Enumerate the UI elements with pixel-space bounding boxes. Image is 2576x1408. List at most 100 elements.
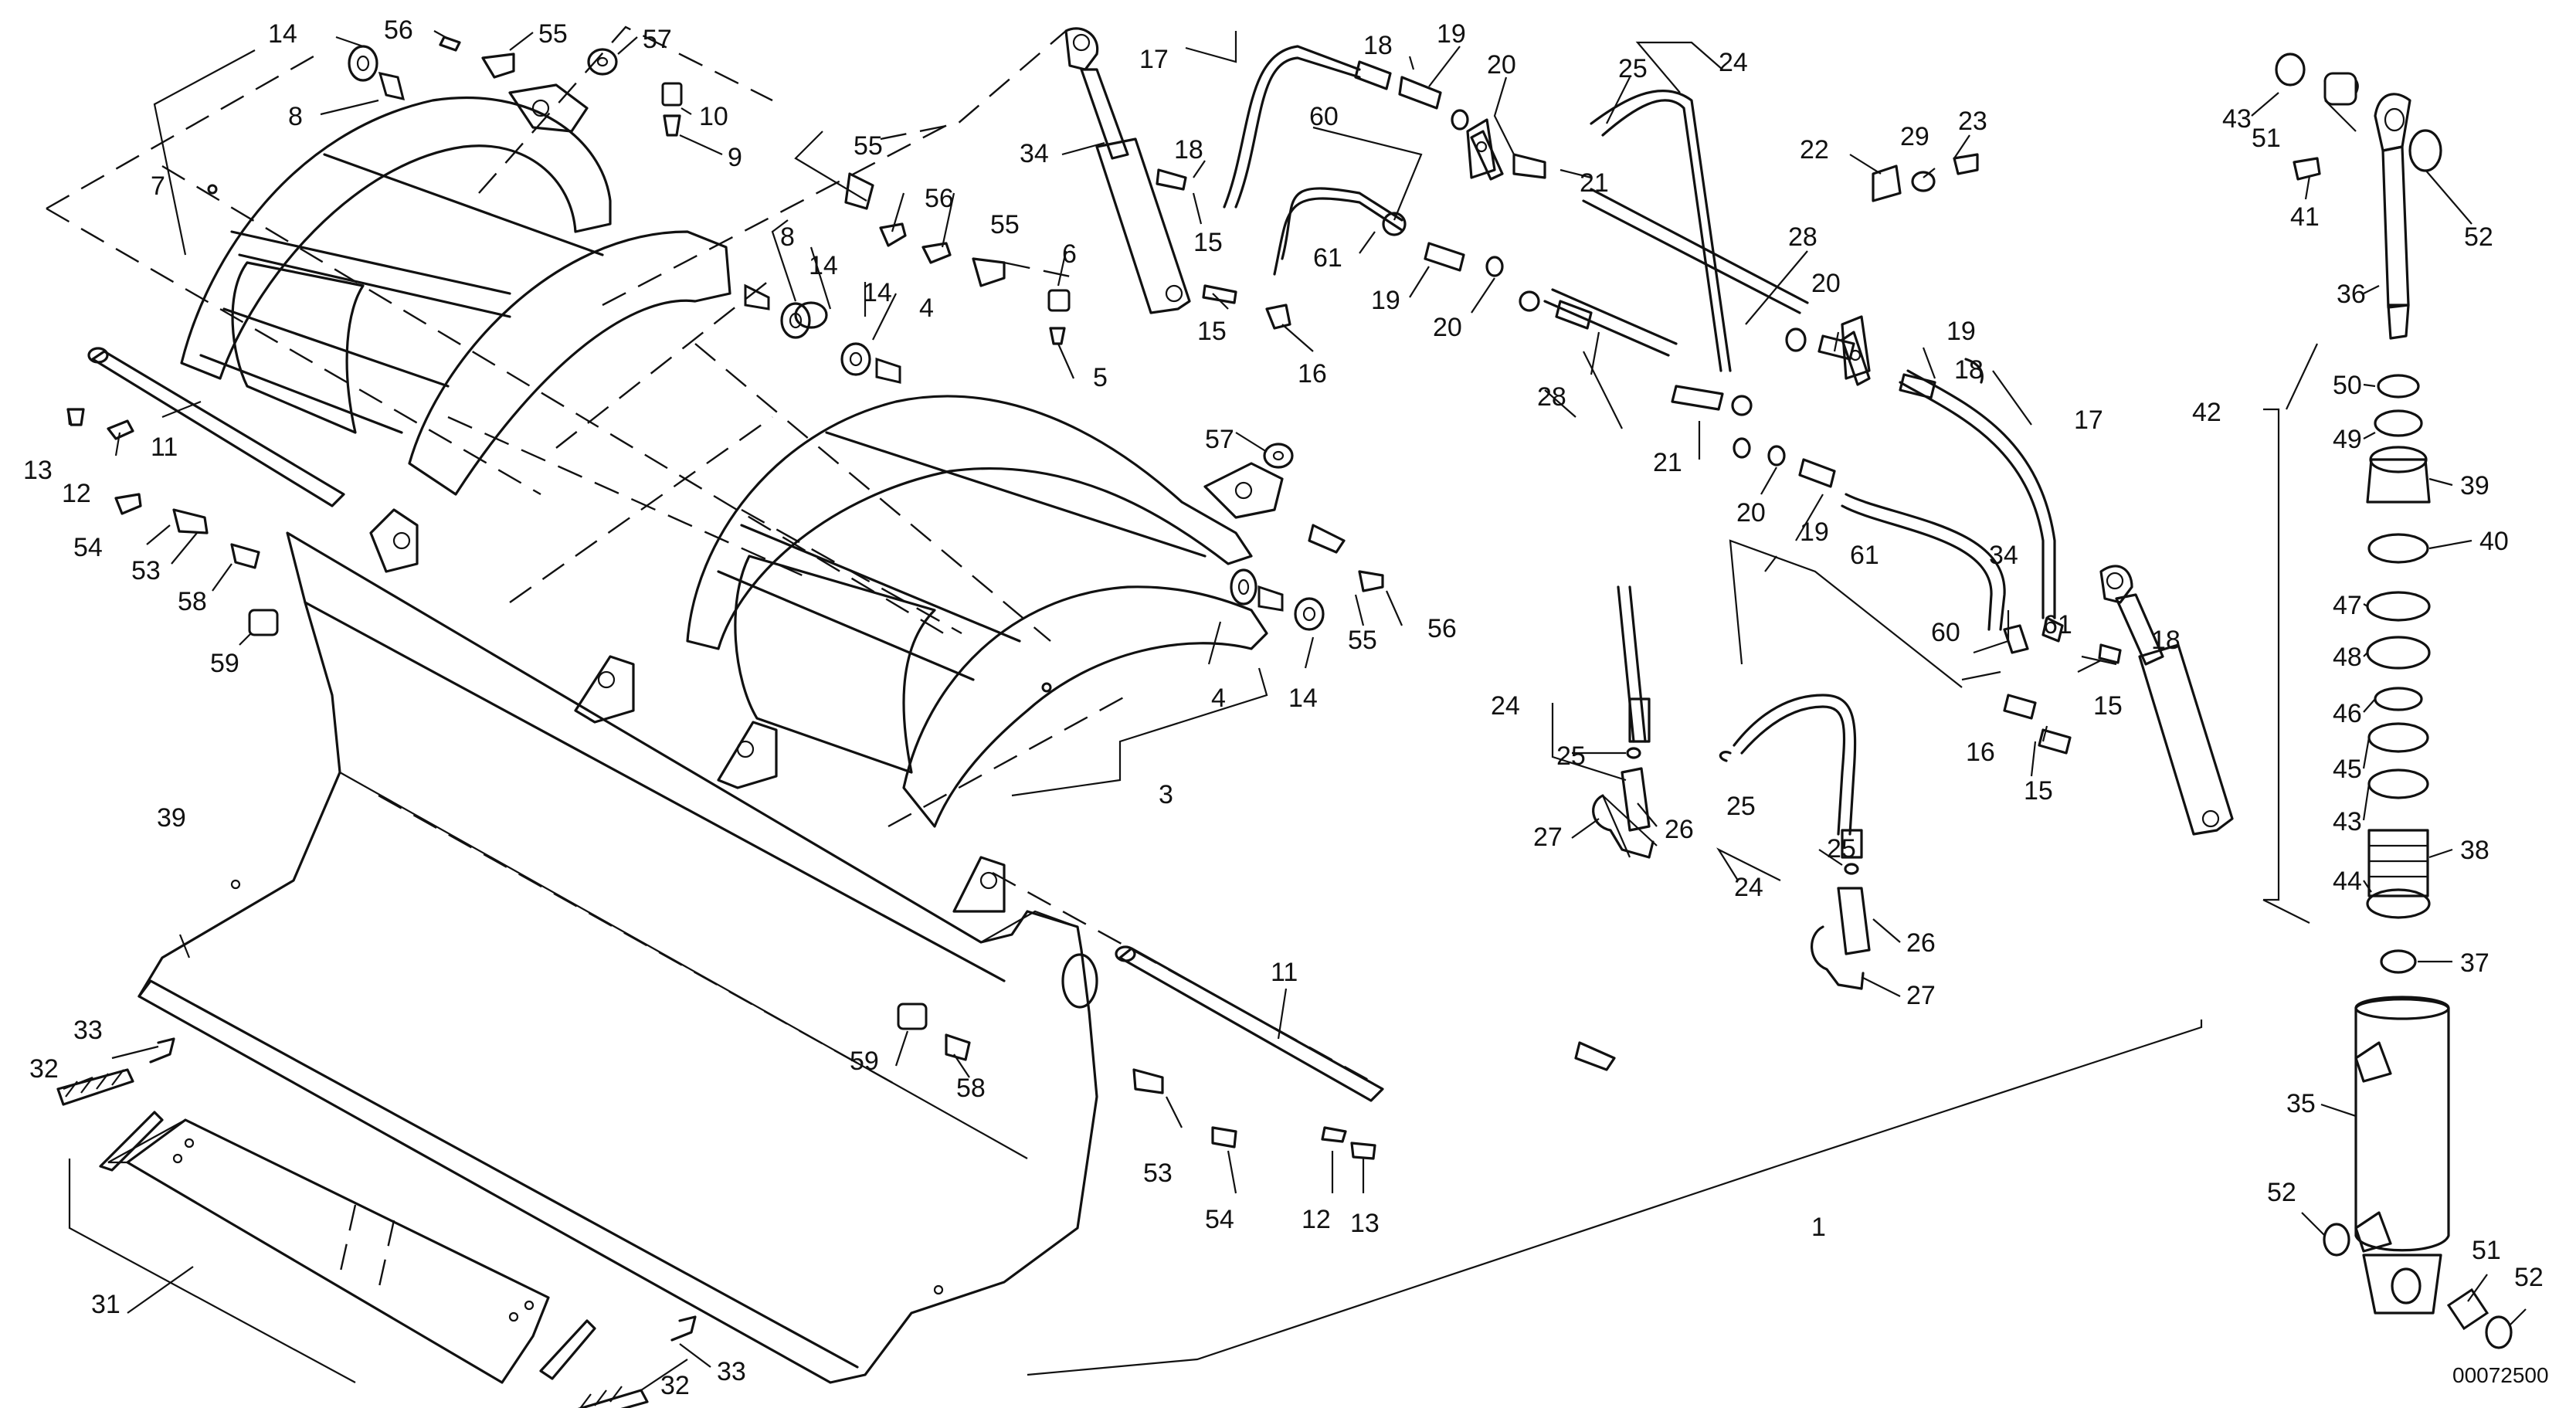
callout-label: 18 [1363, 31, 1393, 60]
callout-label: 56 [1427, 614, 1457, 643]
callout-label: 11 [1271, 958, 1298, 987]
callout-label: 34 [1989, 541, 2018, 570]
callout-label: 23 [1958, 107, 1987, 136]
callout-label: 57 [643, 25, 672, 54]
assembly-dashed-lines [46, 25, 1372, 1291]
callout-label: 55 [1348, 626, 1377, 655]
callout-label: 26 [1906, 928, 1936, 958]
clamp-frame-middle [686, 395, 1284, 828]
leader-lines [63, 30, 2527, 1391]
pivot-shaft-lower [1115, 945, 1384, 1102]
callout-label: 12 [62, 479, 91, 508]
callout-label: 12 [1302, 1205, 1331, 1234]
callout-label: 25 [1827, 834, 1856, 863]
callout-label: 6 [1062, 239, 1077, 269]
callout-label: 28 [1537, 382, 1566, 412]
callout-label: 40 [2479, 527, 2509, 556]
callout-label: 18 [2151, 626, 2181, 655]
callout-label: 52 [2514, 1263, 2544, 1292]
callout-label: 27 [1533, 823, 1563, 852]
callout-label: 19 [1946, 317, 1976, 346]
callout-label: 17 [2074, 405, 2103, 435]
callout-label: 17 [1139, 45, 1169, 74]
callout-label: 24 [1719, 48, 1748, 77]
callout-label: 55 [538, 19, 568, 49]
callout-label: 45 [2333, 755, 2362, 784]
callout-label: 33 [73, 1016, 103, 1045]
callout-label: 25 [1556, 741, 1586, 771]
callout-label: 37 [2460, 948, 2489, 978]
callout-label: 7 [151, 171, 165, 201]
callout-label: 21 [1653, 448, 1682, 477]
callout-label: 59 [210, 649, 239, 678]
callout-label: 43 [2333, 807, 2362, 836]
callout-label: 51 [2252, 124, 2281, 153]
callout-label: 26 [1665, 815, 1694, 844]
callout-label: 54 [1205, 1205, 1234, 1234]
callout-label: 51 [2472, 1236, 2501, 1265]
callout-label: 59 [850, 1047, 879, 1076]
callout-label: 57 [1205, 425, 1234, 454]
callout-label: 18 [1954, 355, 1984, 385]
callout-label: 56 [384, 15, 413, 45]
callout-label: 14 [863, 278, 892, 307]
callout-label: 56 [925, 184, 954, 213]
callout-label: 34 [1020, 139, 1049, 168]
callout-label: 20 [1811, 269, 1841, 298]
callout-label: 11 [151, 433, 178, 462]
callout-label: 58 [178, 587, 207, 616]
callout-label: 36 [2337, 280, 2366, 309]
callout-label: 61 [1850, 541, 1879, 570]
hydraulic-hoses [1223, 45, 2056, 836]
callout-label: 18 [1174, 135, 1203, 165]
hydraulic-cylinder-left [1064, 27, 1191, 314]
hydraulic-cylinder-right [2099, 565, 2234, 836]
callout-label: 50 [2333, 371, 2362, 400]
callout-label: 13 [23, 456, 53, 485]
callout-label: 16 [1298, 359, 1327, 388]
document-number: 00072500 [2452, 1363, 2549, 1387]
callout-label: 19 [1800, 517, 1829, 547]
callout-label: 60 [1309, 102, 1339, 131]
callout-label: 21 [1580, 168, 1609, 198]
callout-label: 4 [1211, 684, 1226, 713]
hydraulic-fittings [1156, 60, 2122, 1071]
callout-label: 4 [919, 293, 934, 323]
callout-label: 61 [2043, 610, 2072, 640]
callout-label: 15 [2024, 776, 2053, 806]
callout-label: 1 [1811, 1213, 1826, 1242]
callout-label: 47 [2333, 591, 2362, 620]
callout-label: 15 [1193, 228, 1223, 257]
callout-label: 14 [1288, 684, 1318, 713]
callout-label: 24 [1734, 873, 1763, 902]
callout-label: 32 [29, 1054, 59, 1084]
cutting-edge-assembly [56, 1037, 697, 1408]
callout-label: 19 [1371, 286, 1400, 315]
callout-label: 27 [1906, 981, 1936, 1010]
callout-label: 43 [2222, 104, 2252, 134]
callout-label: 10 [699, 102, 728, 131]
callout-label: 39 [2460, 471, 2489, 500]
callout-label: 46 [2333, 699, 2362, 728]
callout-label: 29 [1900, 122, 1929, 151]
callout-label: 42 [2192, 398, 2221, 427]
callout-label: 39 [157, 803, 186, 833]
callout-label: 20 [1736, 498, 1766, 528]
callout-label: 41 [2290, 202, 2320, 232]
callout-label: 15 [2093, 691, 2123, 721]
callout-label: 55 [854, 131, 883, 161]
callout-label: 8 [780, 222, 795, 252]
callout-label: 52 [2267, 1178, 2296, 1207]
callout-label: 13 [1350, 1209, 1380, 1238]
callout-label: 19 [1437, 19, 1466, 49]
callout-label: 28 [1788, 222, 1817, 252]
callout-label: 22 [1800, 135, 1829, 165]
callout-label: 3 [1159, 780, 1173, 809]
callout-label: 53 [1143, 1159, 1173, 1188]
callout-labels: 14 56 55 57 8 10 9 7 55 56 55 8 14 6 14 … [23, 15, 2544, 1400]
callout-label: 58 [956, 1074, 986, 1103]
callout-label: 24 [1491, 691, 1520, 721]
callout-label: 49 [2333, 425, 2362, 454]
callout-label: 5 [1093, 363, 1108, 392]
